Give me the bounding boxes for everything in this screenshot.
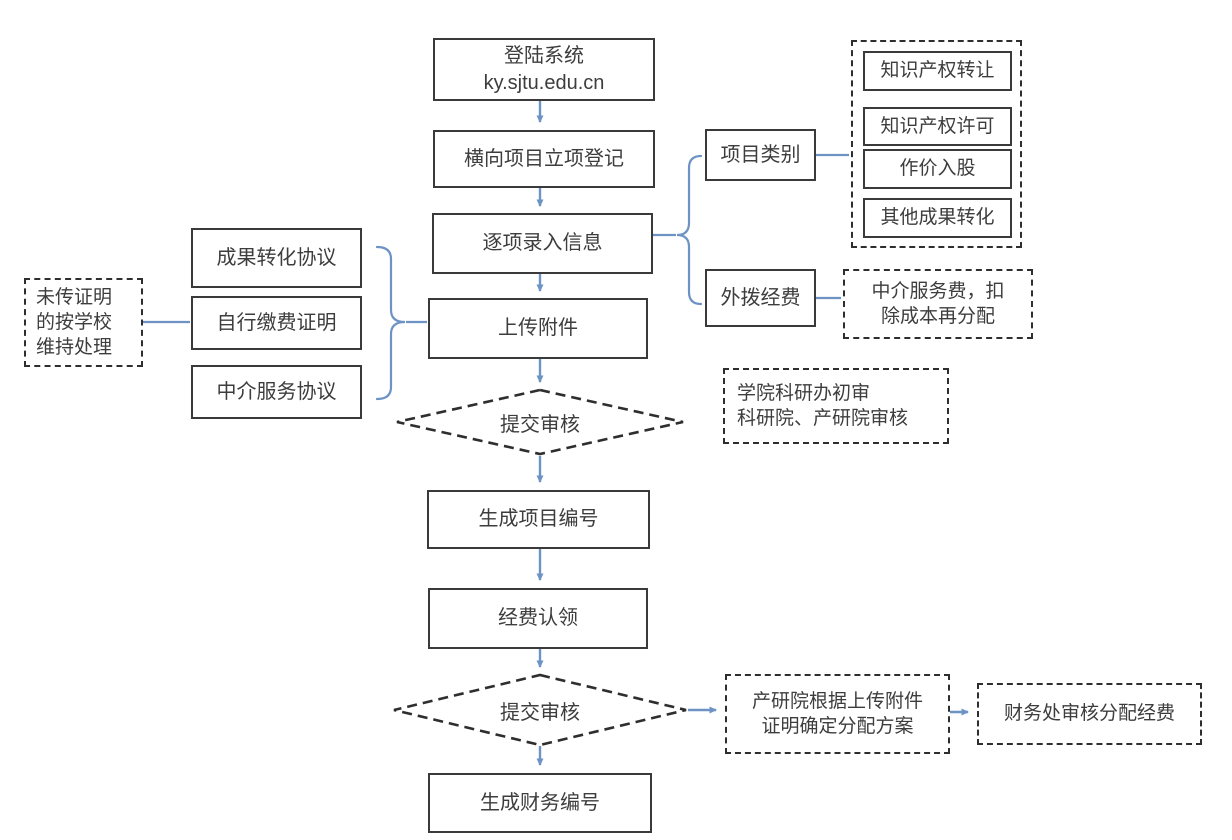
review-diamonds <box>393 388 687 747</box>
category-group <box>851 40 1022 248</box>
finance-review-note: 财务处审核分配经费 <box>977 683 1202 745</box>
left-attachments-brace <box>375 245 406 401</box>
register-box: 横向项目立项登记 <box>433 130 655 188</box>
outsourced-funds-box: 外拨经费 <box>705 269 816 327</box>
attachment-item-transformation: 成果转化协议 <box>191 228 362 288</box>
review-offices-note: 学院科研办初审 科研院、产研院审核 <box>723 368 949 444</box>
category-item-equity: 作价入股 <box>863 149 1012 189</box>
category-label-box: 项目类别 <box>705 129 816 181</box>
login-box: 登陆系统 ky.sjtu.edu.cn <box>433 38 655 101</box>
attachment-item-payment-proof: 自行缴费证明 <box>191 296 362 350</box>
review-1-label: 提交审核 <box>500 413 580 436</box>
review-diamond-2 <box>393 673 687 747</box>
right-branches-brace <box>676 154 703 306</box>
input-info-box: 逐项录入信息 <box>432 213 653 274</box>
upload-label: 上传附件 <box>498 317 578 340</box>
plain-connectors <box>143 153 849 324</box>
upload-attachment-box: 上传附件 <box>428 298 648 359</box>
review-diamond-1 <box>396 388 684 456</box>
flow-arrows <box>536 101 969 766</box>
finance-number-box: 生成财务编号 <box>428 773 652 833</box>
input-info-label: 逐项录入信息 <box>482 232 603 255</box>
login-url: ky.sjtu.edu.cn <box>483 71 605 94</box>
funding-claim-label: 经费认领 <box>498 607 578 630</box>
category-item-other: 其他成果转化 <box>863 198 1012 238</box>
category-item-ip-license: 知识产权许可 <box>863 107 1012 146</box>
review-2-label: 提交审核 <box>500 701 580 724</box>
finance-number-label: 生成财务编号 <box>480 791 600 814</box>
project-number-box: 生成项目编号 <box>427 490 650 549</box>
project-number-label: 生成项目编号 <box>478 508 599 531</box>
distribution-plan-note: 产研院根据上传附件 证明确定分配方案 <box>725 674 950 754</box>
funding-claim-box: 经费认领 <box>428 588 648 649</box>
login-label: 登陆系统 <box>504 45 584 68</box>
intermediary-fee-note: 中介服务费，扣 除成本再分配 <box>843 269 1033 339</box>
untransmitted-note: 未传证明 的按学校 维持处理 <box>24 278 143 367</box>
category-item-ip-transfer: 知识产权转让 <box>863 51 1012 91</box>
register-label: 横向项目立项登记 <box>464 147 624 170</box>
braces <box>375 154 703 401</box>
attachment-item-intermediary: 中介服务协议 <box>191 365 362 419</box>
